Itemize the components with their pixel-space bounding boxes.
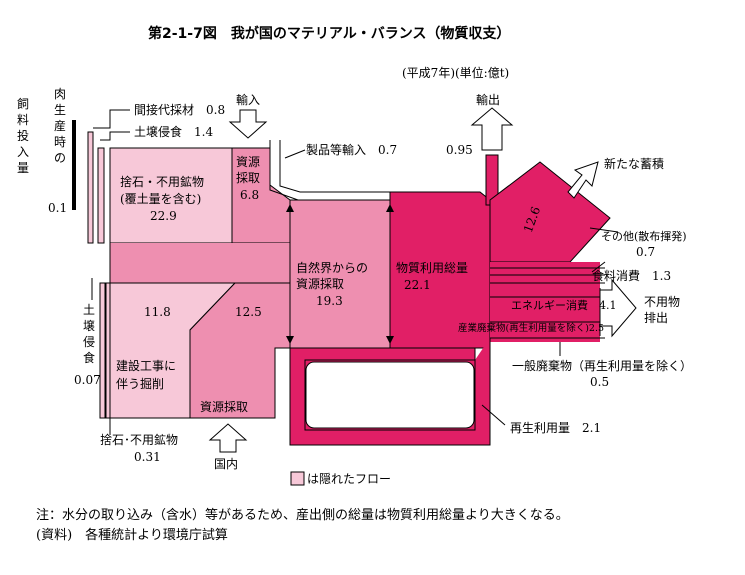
callout-other	[589, 227, 619, 233]
callout-soil-top	[100, 131, 130, 141]
soil-bottom-char-2: 壌	[83, 319, 95, 333]
top-left-taper	[110, 243, 290, 283]
total-material-use-value: 22.1	[404, 278, 431, 292]
waste-rock-label-2: (覆土量を含む)	[120, 191, 201, 206]
general-waste-label: 一般廃棄物（再生利用量を除く）	[512, 358, 692, 373]
import-extraction-label-2: 採取	[236, 171, 260, 185]
meat-char-1: 肉	[54, 87, 66, 101]
soil-bottom-char-4: 食	[83, 350, 95, 365]
callout-recycled	[481, 404, 506, 426]
waste-rock-bottom-strip	[105, 282, 111, 419]
callout-food	[591, 261, 606, 273]
natural-resource-label-1: 自然界からの	[296, 260, 368, 275]
natural-resource-extraction-block	[289, 199, 391, 349]
general-waste-value: 0.5	[590, 375, 609, 389]
product-import-label: 製品等輸入 0.7	[306, 142, 397, 157]
accumulation-flow	[489, 161, 611, 263]
waste-rock-value: 22.9	[150, 209, 177, 223]
waste-rock-hidden-flow	[109, 147, 235, 244]
energy-consumption-label: エネルギー消費 4.1	[511, 298, 617, 312]
domestic-extraction-value: 12.5	[235, 305, 262, 319]
meat-char-5: の	[54, 151, 66, 165]
other-dispersive-label: その他(散布揮発)	[601, 229, 687, 243]
waste-rock-bottom-value: 0.31	[134, 450, 161, 464]
source-text: (資料) 各種統計より環境庁試算	[36, 527, 228, 543]
new-accumulation-label: 新たな蓄積	[604, 156, 664, 171]
meat-char-3: 産	[54, 118, 66, 133]
construction-label-2: 伴う掘削	[116, 376, 164, 391]
construction-label-1: 建設工事に	[116, 358, 176, 373]
import-arrow-icon	[228, 109, 268, 139]
export-label: 輸出	[476, 92, 500, 107]
import-extraction-label-1: 資源	[236, 155, 260, 169]
soil-bottom-strip	[99, 282, 106, 419]
export-value: 0.95	[446, 143, 473, 157]
waste-rock-bottom-label: 捨石･不用鉱物	[100, 432, 178, 447]
construction-value: 11.8	[144, 305, 171, 319]
feed-char-5: 量	[17, 161, 29, 175]
total-material-use-label: 物質利用総量	[396, 260, 468, 275]
domestic-arrow-icon	[208, 423, 248, 453]
legend-hidden-flow-swatch	[290, 471, 305, 486]
export-arrow-icon	[470, 107, 514, 151]
soil-bottom-char-3: 侵	[83, 334, 95, 349]
industrial-waste-label: 産業廃棄物(再生利用量を除く)2.5	[458, 322, 604, 334]
arrowhead-down-right	[386, 336, 394, 344]
feed-char-2: 料	[17, 113, 29, 127]
unused-emission-label-2: 排出	[644, 311, 668, 325]
feed-char-1: 飼	[17, 96, 29, 111]
accumulation-arrow-icon	[567, 161, 599, 199]
import-label: 輸入	[236, 92, 260, 107]
indirect-material-label: 間接代採材 0.8	[134, 102, 225, 117]
note-text: 注：水分の取り込み（含水）等があるため、産出側の総量は物質利用総量より大きくなる…	[36, 507, 569, 523]
callout-indirect	[93, 109, 130, 129]
domestic-extraction-label: 資源採取	[200, 400, 248, 414]
natural-resource-value: 19.3	[316, 294, 343, 308]
callout-product-import	[284, 149, 306, 159]
arrowhead-down-left	[286, 336, 294, 344]
legend-hidden-flow-label: は隠れたフロー	[307, 472, 391, 486]
diagram-title: 第2-1-7図 我が国のマテリアル・バランス（物質収支）	[148, 25, 510, 42]
recycle-loop-hole	[305, 361, 475, 429]
soil-bottom-char-1: 土	[83, 303, 95, 317]
other-dispersive-value: 0.7	[636, 245, 655, 259]
emission-arrow-icon	[599, 278, 637, 338]
indirect-strip	[87, 131, 94, 244]
food-consumption-label: 食料消費 1.3	[592, 268, 671, 283]
product-import-channel-inner	[279, 140, 390, 193]
meat-char-2: 生	[54, 103, 66, 117]
natural-resource-label-2: 資源採取	[296, 277, 344, 291]
arrowhead-up-left	[286, 204, 294, 212]
feed-char-4: 入	[17, 145, 29, 159]
feed-char-3: 投	[17, 128, 29, 143]
unit-label: (平成7年)(単位:億t)	[402, 65, 509, 80]
unused-emission-label-1: 不用物	[644, 295, 680, 309]
domestic-label: 国内	[214, 457, 238, 471]
soil-top-strip	[97, 147, 105, 244]
waste-rock-label-1: 捨石・不用鉱物	[120, 174, 204, 189]
feed-value: 0.1	[48, 201, 67, 215]
meat-char-4: 時	[54, 135, 66, 149]
soil-erosion-top-label: 土壌侵食 1.4	[134, 124, 213, 139]
feed-strip	[72, 120, 76, 210]
arrowhead-up-right	[386, 204, 394, 212]
soil-bottom-value: 0.07	[74, 373, 101, 387]
recycled-label: 再生利用量 2.1	[510, 421, 601, 435]
import-extraction-value: 6.8	[240, 188, 259, 202]
